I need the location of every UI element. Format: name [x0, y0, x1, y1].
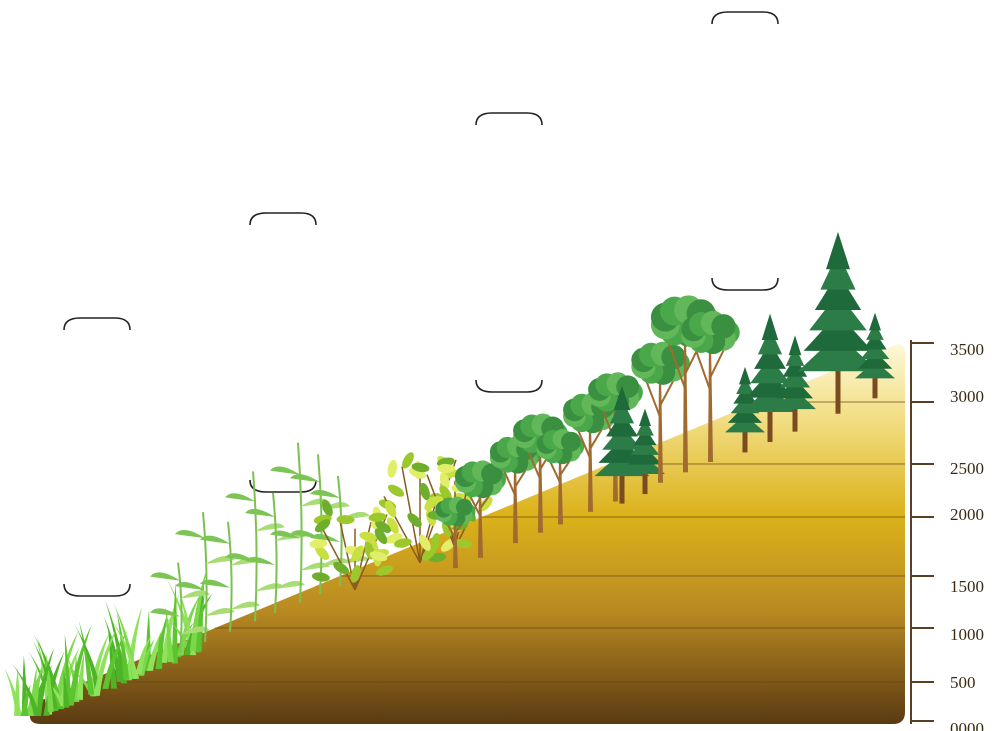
label-bracket-1-bottom [64, 584, 130, 596]
scale-tick-label: 500 [950, 673, 976, 692]
scale-tick-label: 3500 [950, 340, 984, 359]
scale-tick-label: 1000 [950, 625, 984, 644]
grass-blade [4, 668, 21, 716]
scale-tick-label: 0000 [950, 719, 984, 731]
label-bracket-2-bottom [250, 480, 316, 492]
scale-tick-label: 3000 [950, 387, 984, 406]
scale-tick-label: 2000 [950, 505, 984, 524]
scale-tick-label: 2500 [950, 459, 984, 478]
label-bracket-1 [64, 318, 130, 330]
label-bracket-2 [250, 213, 316, 225]
altitude-scale: 0000 500 1000 1500 2000 2500 3000 3500 [911, 340, 984, 731]
label-bracket-4 [712, 12, 778, 24]
scale-tick-label: 1500 [950, 577, 984, 596]
label-bracket-3-bottom [476, 380, 542, 392]
label-bracket-4-bottom [712, 278, 778, 290]
label-bracket-3 [476, 113, 542, 125]
